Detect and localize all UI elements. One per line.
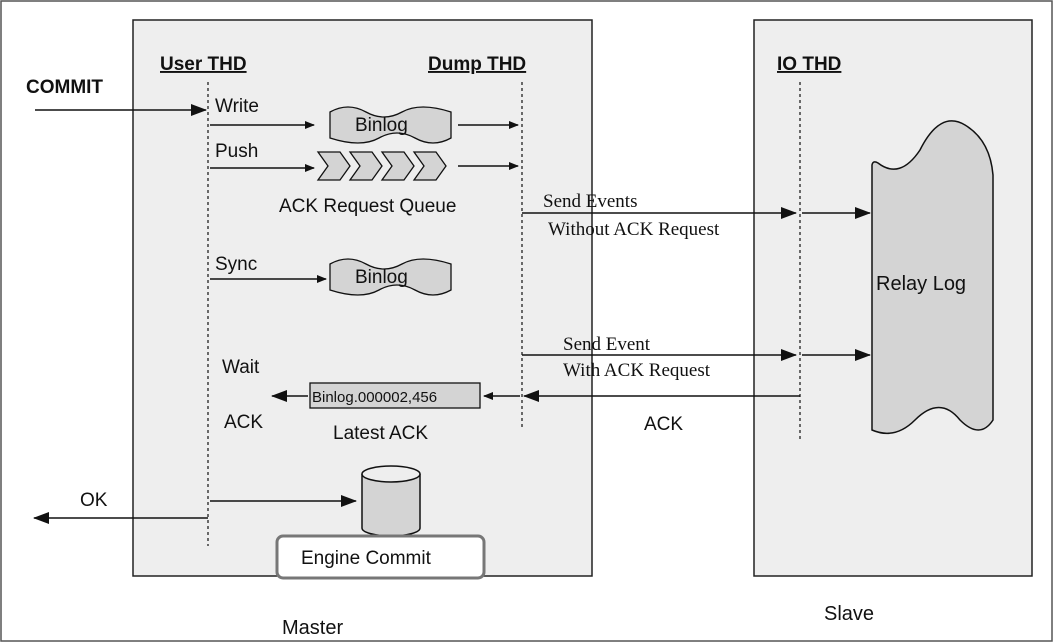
engine-commit-box: [275, 534, 486, 580]
binlog-label-sync: Binlog: [355, 267, 408, 288]
engine-commit-label: Engine Commit: [301, 548, 432, 569]
latest-ack-label: Latest ACK: [333, 423, 428, 444]
ok-label: OK: [80, 490, 108, 511]
latest-ack-value: Binlog.000002,456: [312, 389, 437, 406]
push-label: Push: [215, 141, 258, 162]
io-thd-header: IO THD: [777, 54, 841, 75]
queue-chevron-4: [412, 151, 447, 181]
queue-chevron-1: [316, 151, 351, 181]
queue-chevron-3: [380, 151, 415, 181]
wait-label: Wait: [222, 357, 260, 378]
binlog-scroll-sync: Binlog: [329, 258, 452, 296]
ack-request-queue: [316, 151, 447, 181]
commit-label: COMMIT: [26, 77, 103, 98]
send-event-label-1: Send Event: [563, 334, 651, 355]
binlog-label-write: Binlog: [355, 115, 408, 136]
relay-log-label: Relay Log: [876, 273, 966, 295]
dump-thd-header: Dump THD: [428, 54, 526, 75]
master-label: Master: [282, 617, 343, 639]
send-event-label-2: With ACK Request: [563, 360, 711, 381]
send-events-label-2: Without ACK Request: [548, 219, 720, 240]
binlog-scroll-write: Binlog: [329, 106, 452, 144]
user-thd-header: User THD: [160, 54, 247, 75]
relay-log-scroll: Relay Log: [871, 120, 994, 435]
latest-ack-box: [309, 382, 481, 409]
sync-label: Sync: [215, 254, 257, 275]
write-label: Write: [215, 96, 259, 117]
ack-queue-label: ACK Request Queue: [279, 196, 456, 217]
ack-wait-label: ACK: [224, 412, 263, 433]
database-icon: [361, 465, 421, 537]
slave-label: Slave: [824, 603, 874, 625]
ack-reply-label: ACK: [644, 414, 683, 435]
queue-chevron-2: [348, 151, 383, 181]
send-events-label-1: Send Events: [543, 191, 637, 212]
